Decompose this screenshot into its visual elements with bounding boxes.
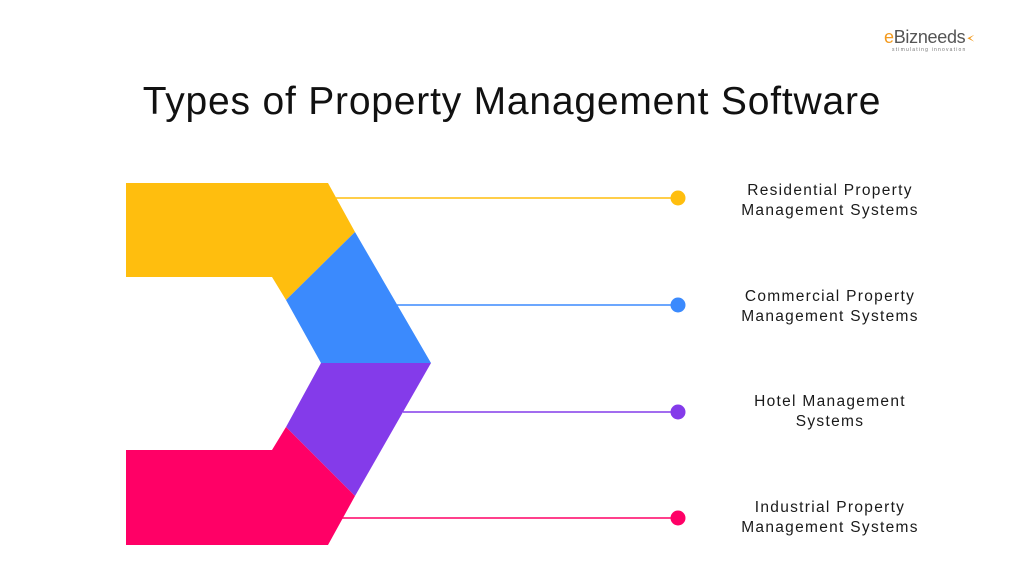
dot-residential (670, 190, 686, 206)
dot-industrial (670, 510, 686, 526)
label-residential: Residential Property Management Systems (741, 182, 919, 219)
dot-commercial (670, 297, 686, 313)
logo-tagline: stimulating innovation (892, 47, 967, 53)
label-hotel: Hotel Management Systems (754, 393, 906, 430)
segment-hotel (286, 363, 431, 496)
segment-industrial (126, 427, 355, 545)
page-title: Types of Property Management Software (142, 80, 882, 123)
segment-commercial (286, 232, 431, 363)
logo-wordmark: eBizneeds (884, 28, 994, 46)
ebizneeds-logo: eBizneeds stimulating innovation (884, 28, 994, 58)
segment-residential (126, 183, 355, 300)
dot-hotel (670, 404, 686, 420)
label-industrial: Industrial Property Management Systems (741, 499, 919, 536)
label-commercial: Commercial Property Management Systems (741, 288, 919, 325)
